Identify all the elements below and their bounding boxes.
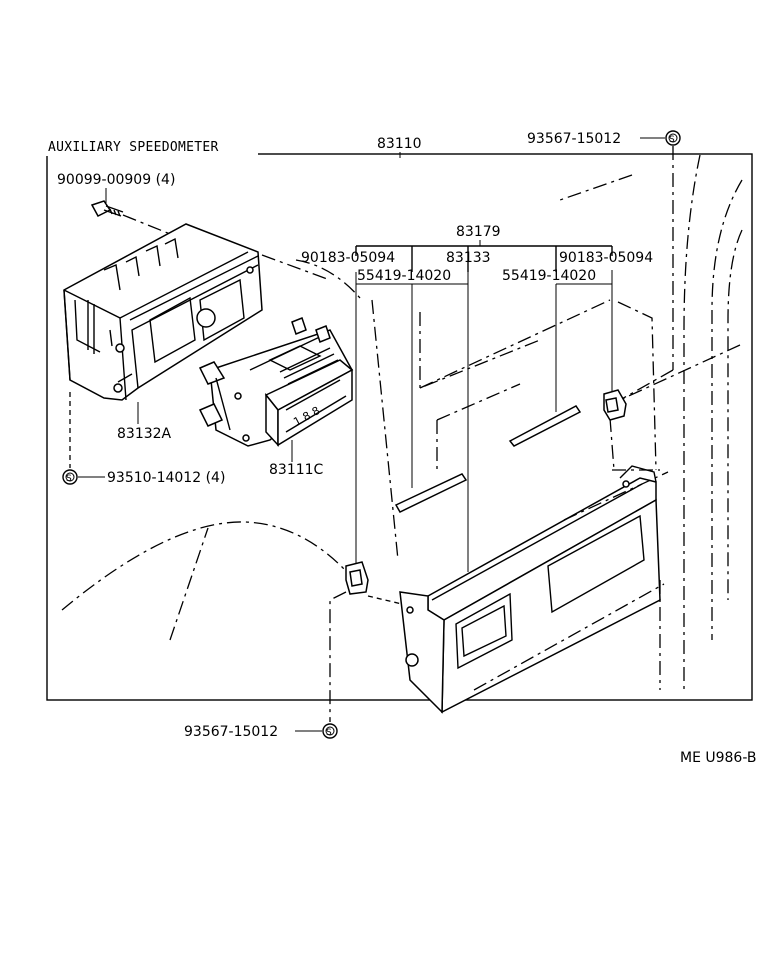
- clip-bottom-label: 93567-15012: [184, 724, 278, 740]
- body-outline: [683, 154, 701, 690]
- assembly-part-number: 83110: [377, 136, 422, 152]
- clip-top-label: 93567-15012: [527, 131, 621, 147]
- screw-label: 93510-14012 (4): [107, 470, 225, 486]
- case-label: 83132A: [117, 426, 172, 442]
- tape-right-label: 55419-14020: [502, 268, 596, 284]
- svg-text:S: S: [66, 474, 72, 484]
- dashboard-outline: [61, 521, 346, 611]
- bolt-icon: [90, 200, 124, 217]
- diagram-code: ME U986-B: [680, 750, 757, 766]
- diagram-title: AUXILIARY SPEEDOMETER: [48, 140, 219, 155]
- bolt-label: 90099-00909 (4): [57, 172, 175, 188]
- svg-text:S: S: [326, 728, 332, 738]
- tape-left-label: 55419-14020: [357, 268, 451, 284]
- svg-text:S: S: [669, 135, 675, 145]
- panel-label: 83133: [446, 250, 491, 266]
- trim-panel: [399, 465, 661, 714]
- meter-module: 1 8 8: [198, 317, 354, 447]
- symbol-s-icon-top: S: [665, 130, 681, 146]
- symbol-s-icon-bottom: S: [322, 723, 338, 739]
- clip-right-label: 90183-05094: [559, 250, 653, 266]
- tape-left: [394, 473, 468, 513]
- meter-case: [63, 223, 263, 401]
- module-label: 83111C: [269, 462, 324, 478]
- symbol-s-icon-screw: S: [62, 469, 78, 485]
- clip-right: [603, 389, 627, 421]
- clip-left-label: 90183-05094: [301, 250, 395, 266]
- trim-group-label: 83179: [456, 224, 501, 240]
- clip-left: [345, 561, 369, 595]
- tape-right: [508, 405, 582, 447]
